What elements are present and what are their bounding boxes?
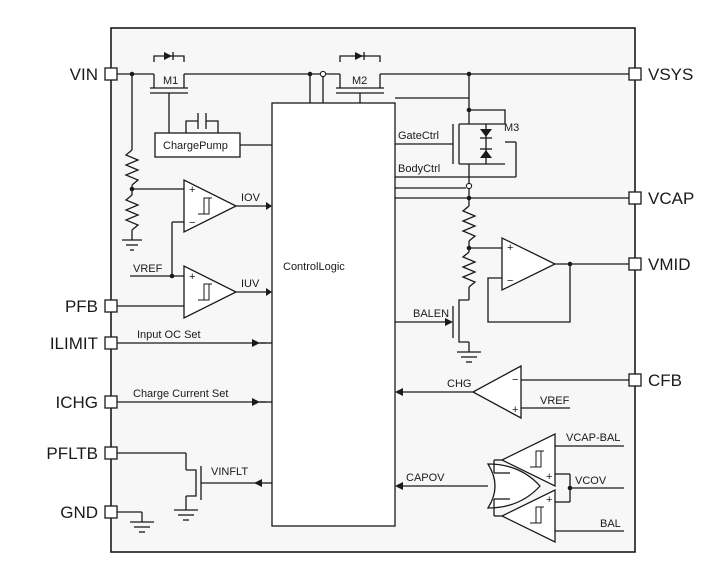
iov-label: IOV <box>241 192 261 204</box>
capov-or-gate: CAPOV <box>395 463 541 509</box>
vcap-bal-label: VCAP-BAL <box>566 432 620 444</box>
pin-ichg-label: ICHG <box>56 393 99 412</box>
pin-cfb: CFB <box>628 371 682 390</box>
pin-pfltb: PFLTB <box>46 444 118 463</box>
pin-vsys-label: VSYS <box>648 65 693 84</box>
transistor-m1-label: M1 <box>163 75 178 87</box>
balen-transistor: BALEN <box>395 299 481 363</box>
transistor-m2: M2 <box>336 52 384 103</box>
transistor-m1: M1 <box>150 52 188 118</box>
capov-label: CAPOV <box>406 472 445 484</box>
pin-ilimit: ILIMIT <box>50 334 118 353</box>
input-oc-set-label: Input OC Set <box>137 329 201 341</box>
vcap-bal-comp-plus: + <box>546 471 552 483</box>
pfltb-transistor: VINFLT <box>117 452 272 521</box>
vmid-buffer-minus: − <box>507 275 513 287</box>
charge-current-set-signal: Charge Current Set <box>117 388 272 406</box>
bal-comp-plus: + <box>546 494 552 506</box>
charge-pump-label: ChargePump <box>163 140 228 152</box>
gate-ctrl-label: GateCtrl <box>398 130 439 142</box>
pin-gnd-label: GND <box>60 503 98 522</box>
vref-left-label: VREF <box>133 263 163 275</box>
iov-minus: − <box>189 217 195 229</box>
iov-plus: + <box>189 184 195 196</box>
control-logic-block <box>271 102 396 527</box>
vcov-label: VCOV <box>575 475 607 487</box>
pin-pfb: PFB <box>65 297 118 316</box>
iuv-plus: + <box>189 271 195 283</box>
pin-ilimit-label: ILIMIT <box>50 334 98 353</box>
pin-vin-label: VIN <box>70 65 98 84</box>
charge-current-set-label: Charge Current Set <box>133 388 228 400</box>
chg-amp-plus: + <box>512 404 518 416</box>
vin-divider <box>122 74 184 251</box>
pin-ichg: ICHG <box>56 393 118 412</box>
iov-comparator: + − IOV <box>172 178 272 234</box>
body-ctrl-label: BodyCtrl <box>398 163 440 175</box>
pin-vmid: VMID <box>628 255 691 274</box>
pin-vsys: VSYS <box>628 65 693 84</box>
iuv-comparator: + IUV <box>117 264 272 320</box>
gate-body-ctrl: GateCtrl BodyCtrl <box>395 130 516 178</box>
vcov-reference: VCOV <box>555 473 624 503</box>
chg-amp-minus: − <box>512 374 518 386</box>
vmid-divider <box>461 198 502 300</box>
vref-right-label: VREF <box>540 395 570 407</box>
vmid-buffer-plus: + <box>507 242 513 254</box>
control-logic-label: ControlLogic <box>283 261 345 273</box>
transistor-m2-label: M2 <box>352 75 367 87</box>
pin-vmid-label: VMID <box>648 255 691 274</box>
gnd-ground-symbol <box>117 511 154 533</box>
bal-label: BAL <box>600 518 621 530</box>
input-oc-set-signal: Input OC Set <box>117 329 272 347</box>
vref-left: VREF <box>130 222 184 279</box>
pin-gnd: GND <box>60 503 118 522</box>
pin-vcap-label: VCAP <box>648 189 694 208</box>
iuv-label: IUV <box>241 278 260 290</box>
vcap-bus <box>395 97 629 201</box>
vmid-buffer: + − <box>487 236 629 323</box>
pin-pfb-label: PFB <box>65 297 98 316</box>
vinflt-label: VINFLT <box>211 466 248 478</box>
pin-cfb-label: CFB <box>648 371 682 390</box>
pin-pfltb-label: PFLTB <box>46 444 98 463</box>
chg-label: CHG <box>447 378 471 390</box>
transistor-m3-label: M3 <box>504 122 519 134</box>
charge-pump: ChargePump <box>154 113 272 158</box>
bal-comparator: + BAL <box>500 488 624 544</box>
vcap-bal-comparator: + VCAP-BAL <box>500 432 624 488</box>
transistor-m3: M3 <box>452 74 519 186</box>
pin-vin: VIN <box>70 65 118 84</box>
pin-vcap: VCAP <box>628 189 694 208</box>
balen-label: BALEN <box>413 308 449 320</box>
chg-amplifier: − + VREF CHG <box>395 364 629 420</box>
